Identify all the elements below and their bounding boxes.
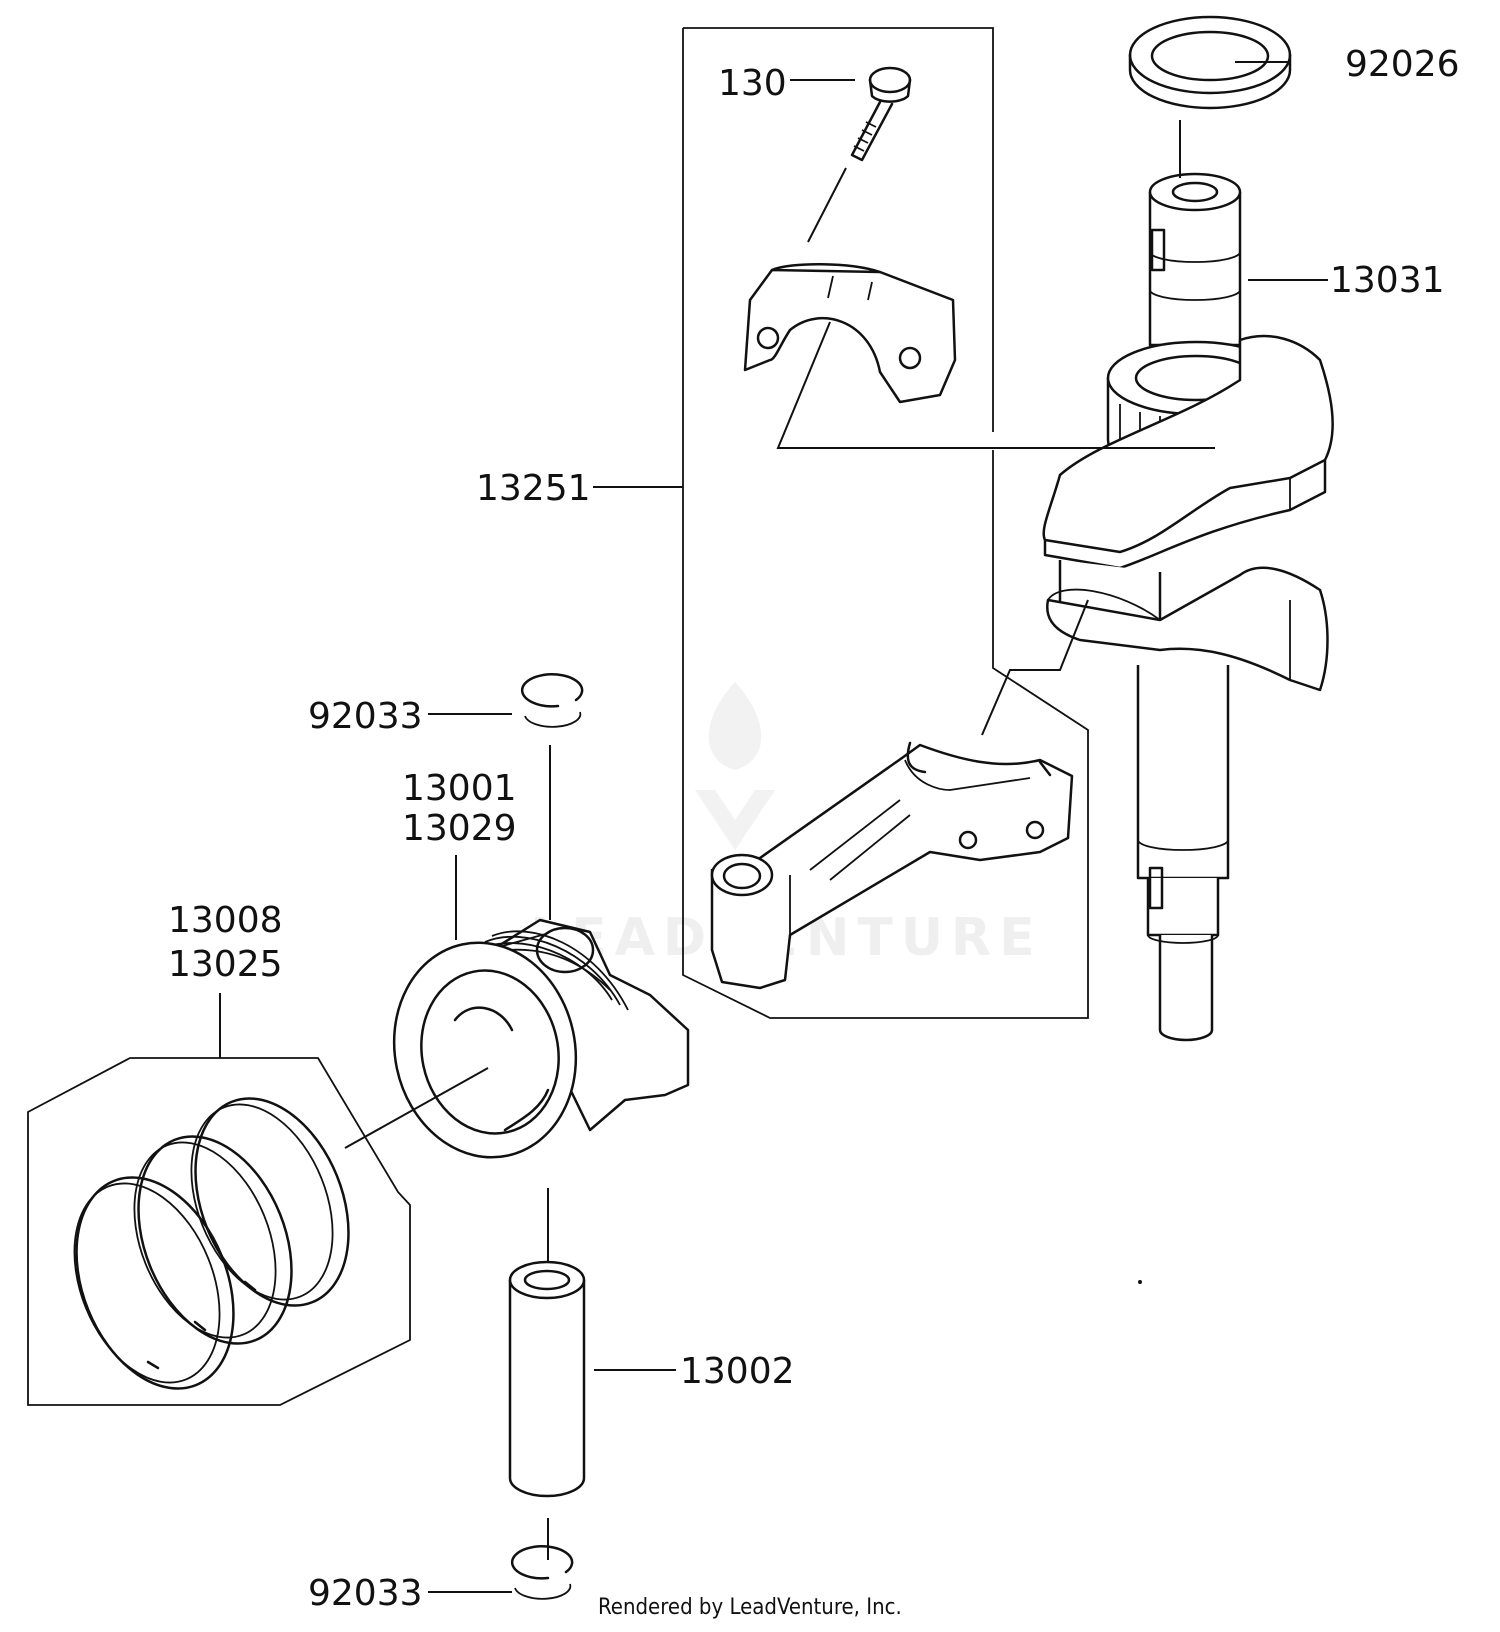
conrod-cap — [743, 262, 957, 404]
leader-rings-to-piston — [344, 1067, 489, 1149]
label-92033-top[interactable]: 92033 — [308, 696, 423, 737]
label-13029[interactable]: 13029 — [402, 808, 517, 849]
v-logo-icon — [695, 790, 775, 850]
label-13002[interactable]: 13002 — [680, 1351, 795, 1392]
flame-logo-icon — [708, 682, 762, 770]
washer-92026 — [1128, 15, 1292, 110]
ring-set-group-box — [27, 1057, 411, 1406]
snap-ring-top — [520, 673, 584, 728]
conrod-group-box-top — [683, 27, 994, 432]
connecting-rod — [710, 741, 1074, 990]
render-credit: Rendered by LeadVenture, Inc. — [598, 1595, 902, 1620]
bolt-130 — [850, 66, 912, 162]
label-130[interactable]: 130 — [718, 63, 787, 104]
label-13001[interactable]: 13001 — [402, 768, 517, 809]
conrod-group-box — [682, 28, 1089, 1019]
leader-bolt-to-cap — [807, 167, 847, 243]
piston-ring-set — [73, 1097, 350, 1390]
diagram-speck — [1138, 1280, 1142, 1284]
leader-cap-to-crank — [776, 321, 1215, 449]
leader-crankpin-to-rod — [981, 599, 1089, 736]
label-13008[interactable]: 13008 — [168, 900, 283, 941]
label-92026[interactable]: 92026 — [1345, 44, 1460, 85]
crankshaft-13031 — [1042, 172, 1334, 1042]
piston-pin-13002 — [508, 1260, 586, 1498]
snap-ring-bottom — [510, 1545, 574, 1600]
label-13025[interactable]: 13025 — [168, 944, 283, 985]
label-13251[interactable]: 13251 — [476, 468, 591, 509]
piston-13001 — [392, 918, 690, 1159]
label-13031[interactable]: 13031 — [1330, 260, 1445, 301]
label-92033-bottom[interactable]: 92033 — [308, 1573, 423, 1614]
